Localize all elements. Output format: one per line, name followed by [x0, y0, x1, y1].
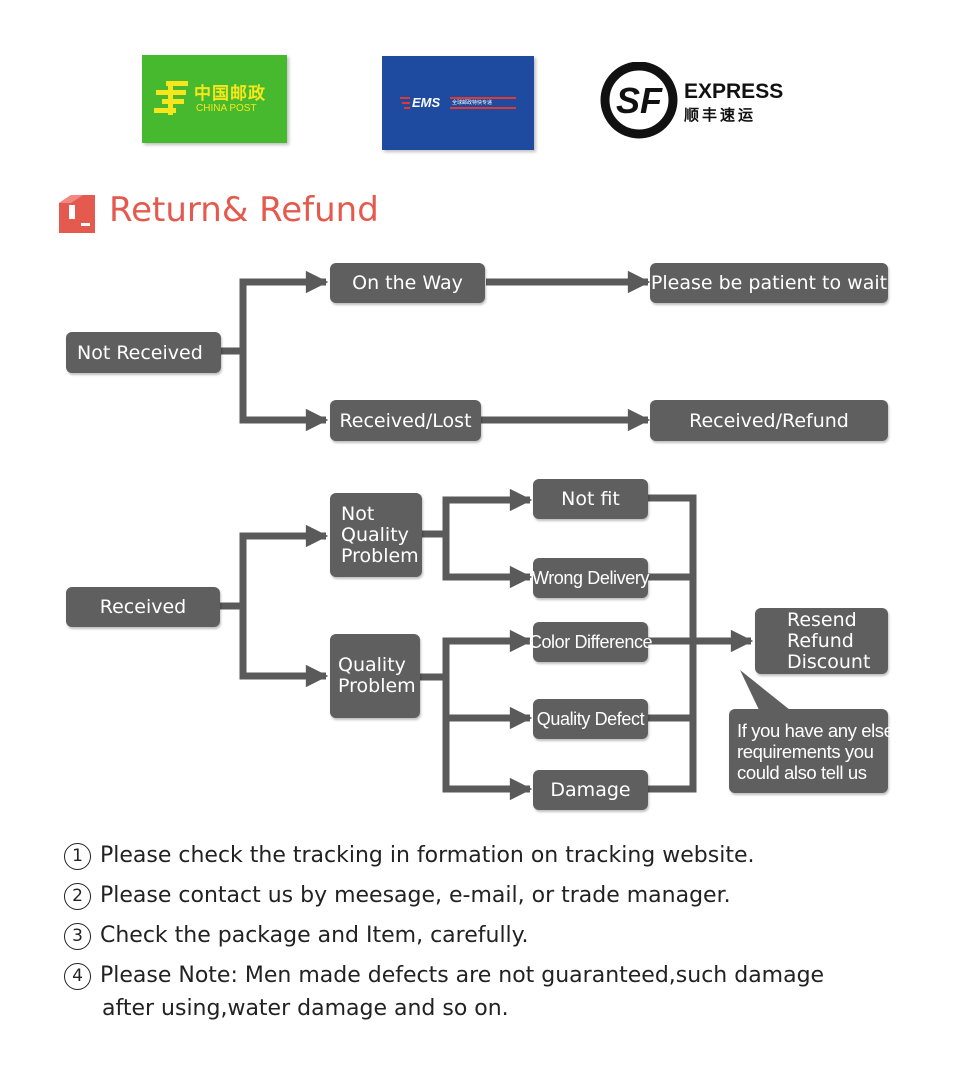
quality-defect-label: Quality Defect: [536, 708, 645, 729]
damage-box: Damage: [533, 770, 648, 810]
callout-line-1: If you have any else: [737, 719, 894, 741]
quality-defect-box: Quality Defect: [533, 699, 648, 739]
callout-line-2: requirements you: [737, 740, 874, 762]
not-fit-label: Not fit: [561, 488, 620, 510]
note-1-number: 1: [64, 843, 91, 870]
outcome-line-1: Resend: [787, 608, 857, 631]
page-title: Return& Refund: [109, 190, 379, 230]
note-3-text: Check the package and Item, carefully.: [100, 923, 529, 948]
on-the-way-box: On the Way: [330, 263, 485, 303]
note-4: 4 Please Note: Men made defects are not g…: [64, 963, 824, 1021]
damage-label: Damage: [550, 779, 631, 801]
china-post-cn: 中国邮政: [194, 84, 266, 104]
note-4-text: Please Note: Men made defects are not gu…: [100, 963, 825, 988]
sf-express-logo: SF EXPRESS 顺丰速运: [600, 62, 790, 142]
not-fit-box: Not fit: [533, 479, 648, 519]
not-received-label: Not Received: [77, 341, 203, 364]
received-refund-box: Received/Refund: [650, 400, 888, 441]
ems-subtitle: 全球邮政特快专递: [452, 100, 493, 106]
outcome-line-3: Discount: [787, 650, 871, 673]
china-post-emblem-icon: [154, 81, 188, 115]
received-lost-label: Received/Lost: [339, 409, 472, 432]
sf-express-word: EXPRESS: [684, 80, 784, 103]
not-quality-line-2: Quality: [341, 523, 409, 546]
outcome-box: Resend Refund Discount: [755, 608, 888, 674]
note-3-number: 3: [64, 923, 91, 950]
quality-line-2: Problem: [338, 675, 416, 697]
note-3: 3 Check the package and Item, carefully.: [64, 923, 529, 950]
not-quality-problem-box: Not Quality Problem: [330, 493, 422, 577]
note-1: 1 Please check the tracking in formation …: [64, 843, 754, 870]
patient-wait-box: Please be patient to wait: [650, 263, 888, 303]
color-difference-box: Color Difference: [529, 622, 653, 662]
ems-logo: EMS 全球邮政特快专递: [382, 56, 534, 150]
note-2: 2 Please contact us by meesage, e-mail, o…: [64, 883, 731, 910]
quality-line-1: Quality: [338, 654, 406, 676]
wrong-delivery-box: Wrong Delivery: [531, 558, 650, 598]
not-received-box: Not Received: [66, 332, 221, 373]
received-lost-box: Received/Lost: [330, 400, 481, 441]
note-2-text: Please contact us by meesage, e-mail, or…: [100, 883, 731, 908]
note-2-number: 2: [64, 883, 91, 910]
callout-box: If you have any else requirements you co…: [729, 709, 894, 793]
outcome-line-2: Refund: [787, 629, 854, 652]
china-post-en: CHINA POST: [196, 103, 257, 114]
sf-circle-icon: SF: [600, 62, 678, 139]
not-quality-line-1: Not: [341, 502, 375, 525]
sf-mark: SF: [616, 80, 663, 121]
ems-stripes-icon: [400, 97, 516, 109]
note-4-continuation: after using,water damage and so on.: [102, 996, 509, 1021]
received-refund-label: Received/Refund: [689, 409, 849, 432]
package-box-icon: [59, 195, 95, 233]
patient-wait-label: Please be patient to wait: [650, 272, 888, 294]
received-label: Received: [99, 596, 187, 618]
callout-line-3: could also tell us: [737, 761, 867, 783]
on-the-way-label: On the Way: [352, 272, 463, 294]
color-difference-label: Color Difference: [528, 631, 653, 652]
wrong-delivery-label: Wrong Delivery: [531, 567, 650, 588]
not-quality-line-3: Problem: [341, 544, 419, 567]
sf-cn: 顺丰速运: [684, 106, 757, 124]
china-post-logo: 中国邮政 CHINA POST: [142, 55, 287, 143]
ems-word: EMS: [412, 95, 441, 110]
note-4-number: 4: [64, 963, 91, 990]
received-box: Received: [66, 587, 220, 627]
note-1-text: Please check the tracking in formation o…: [100, 843, 755, 868]
quality-problem-box: Quality Problem: [330, 634, 420, 718]
